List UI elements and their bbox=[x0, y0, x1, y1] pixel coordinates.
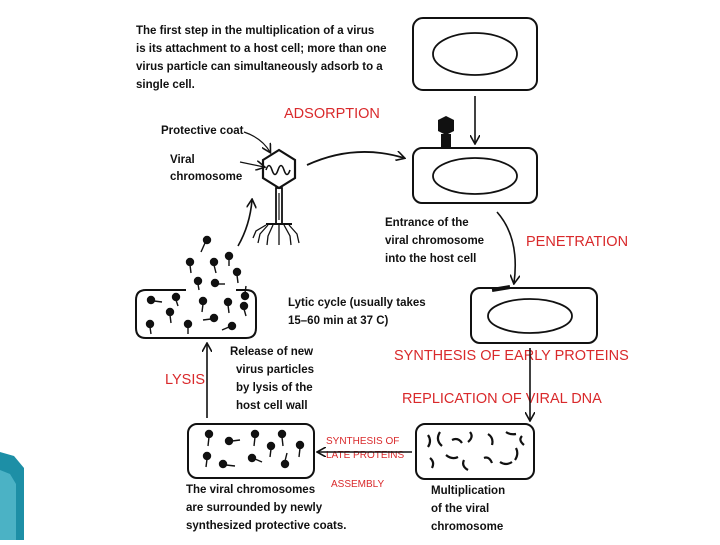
label-surrounded: The viral chromosomes are surrounded by … bbox=[186, 484, 346, 532]
host-cell-assembly bbox=[187, 423, 315, 479]
stage-lysis: LYSIS bbox=[165, 372, 205, 388]
label-lytic-cycle: Lytic cycle (usually takes 15–60 min at … bbox=[288, 297, 429, 327]
host-cell-initial bbox=[412, 17, 538, 91]
stage-late-proteins: SYNTHESIS OF LATE PROTEINS bbox=[326, 436, 404, 461]
released-phages bbox=[185, 235, 250, 301]
host-cell-dna-replication bbox=[415, 423, 535, 480]
label-multiplication: Multiplication of the viral chromosome bbox=[431, 485, 508, 533]
stage-penetration: PENETRATION bbox=[526, 234, 628, 250]
intro-text: The first step in the multiplication of … bbox=[136, 25, 390, 91]
pointer-coat bbox=[243, 131, 270, 152]
arrow-adsorption bbox=[306, 152, 404, 166]
host-cell-adsorbed bbox=[412, 116, 538, 204]
label-viral-chromosome: Viral chromosome bbox=[170, 154, 242, 183]
label-protective-coat: Protective coat bbox=[161, 125, 244, 137]
stage-adsorption: ADSORPTION bbox=[284, 106, 380, 122]
label-release: Release of new virus particles by lysis … bbox=[230, 346, 317, 412]
slide-accent bbox=[0, 452, 24, 540]
stage-replication: REPLICATION OF VIRAL DNA bbox=[402, 391, 602, 407]
host-cell-infected bbox=[470, 285, 598, 344]
host-cell-lysing bbox=[135, 289, 257, 339]
arrow-penetration bbox=[496, 211, 515, 283]
label-entrance: Entrance of the viral chromosome into th… bbox=[385, 217, 487, 265]
stage-assembly: ASSEMBLY bbox=[331, 479, 384, 490]
pointer-chromosome bbox=[239, 162, 264, 167]
attached-phage-icon bbox=[438, 116, 454, 149]
phage-detail-icon bbox=[252, 148, 300, 246]
stage-early-proteins: SYNTHESIS OF EARLY PROTEINS bbox=[394, 348, 629, 364]
arrow-release bbox=[237, 200, 252, 247]
